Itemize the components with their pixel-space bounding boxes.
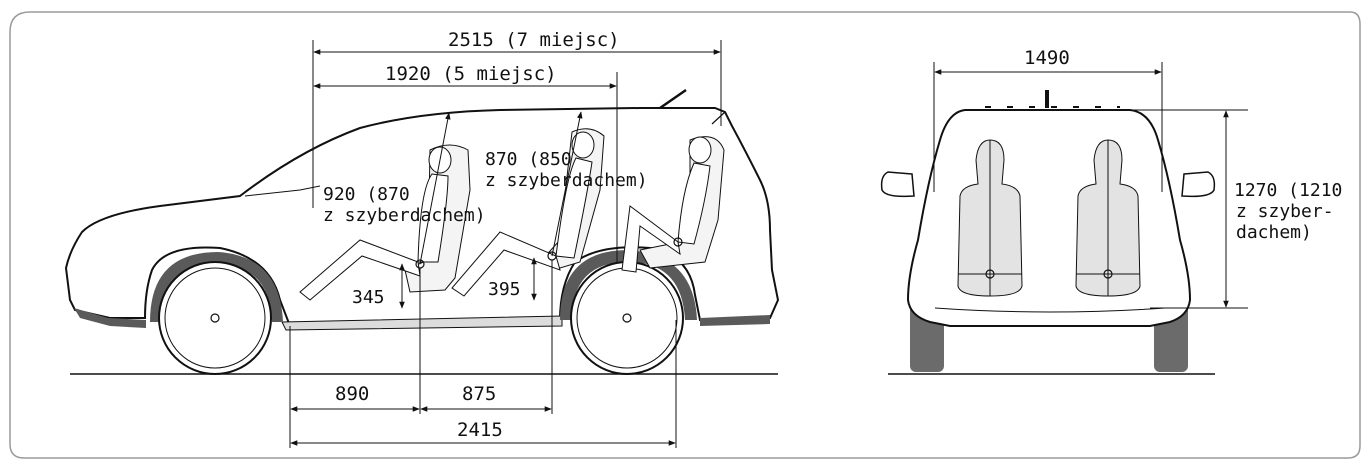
left-mirror xyxy=(880,171,915,198)
seat-height-front-label: 345 xyxy=(352,287,385,308)
headroom-rear-label-2: z szyberdachem) xyxy=(485,170,648,191)
occupant-rear xyxy=(621,136,712,273)
right-mirror xyxy=(1181,171,1216,198)
length-7-seats-label: 2515 (7 miejsc) xyxy=(448,29,620,51)
shoulder-width-label: 1490 xyxy=(1024,47,1070,69)
rear-view-antenna xyxy=(1045,90,1049,108)
roof-antenna xyxy=(659,88,687,110)
rear-view-body xyxy=(906,109,1192,327)
front-fender-arch xyxy=(150,252,283,322)
front-wheel xyxy=(158,261,272,375)
headroom-rear-label-1: 870 (850 xyxy=(485,149,572,170)
rear-view-occupant-right xyxy=(1075,139,1141,297)
rear-height-label-1: 1270 (1210 xyxy=(1234,180,1342,201)
sill-strip xyxy=(281,315,563,331)
rear-view-occupant-left xyxy=(957,139,1023,297)
length-5-seats-label: 1920 (5 miejsc) xyxy=(385,63,557,85)
front-bumper-lower xyxy=(74,308,146,328)
rear-view: 1490 1270 (1210 z szyber- dachem) xyxy=(880,47,1342,375)
rear-fender-arch xyxy=(560,250,697,320)
headroom-front-label-2: z szyberdachem) xyxy=(323,205,486,226)
tailgate-line xyxy=(711,111,726,125)
occupant-middle xyxy=(451,131,595,297)
panel-frame xyxy=(9,11,1361,459)
side-view: 2515 (7 miejsc) 1920 (5 miejsc) 920 (870… xyxy=(64,29,780,448)
rear-wheel xyxy=(570,261,684,375)
headroom-front-label-1: 920 (870 xyxy=(323,184,410,205)
legroom-rear-label: 875 xyxy=(462,383,496,405)
seat-height-rear-label: 395 xyxy=(488,279,521,300)
wheelbase-label: 2415 xyxy=(457,419,503,441)
rear-height-label-3: dachem) xyxy=(1236,222,1312,243)
legroom-front-label: 890 xyxy=(335,383,369,405)
rear-bumper-lower xyxy=(700,315,770,326)
rear-height-label-2: z szyber- xyxy=(1236,201,1334,222)
